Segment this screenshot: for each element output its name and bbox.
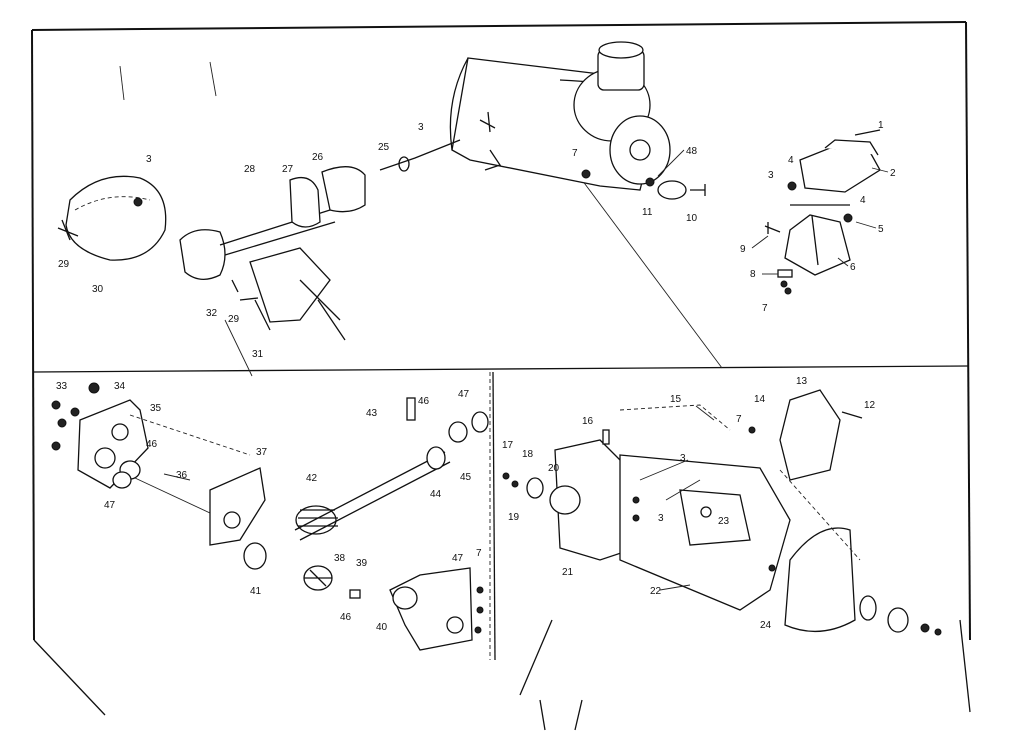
callout-bottom-right: 7 [736,414,742,425]
callout-bottom-left: 47 [452,553,464,564]
callout-top: 3 [146,154,152,165]
leader-lines [163,149,889,591]
callout-bottom-right: 16 [582,416,594,427]
callout-bottom-left: 47 [104,500,116,511]
callout-bottom-left: 46 [340,612,352,623]
callout-top: 29 [58,259,70,270]
callout-bottom-right: 13 [796,376,808,387]
callout-bottom-right: 24 [760,620,772,631]
callout-bottom-right: 3 [680,453,686,464]
callout-bottom-right: 12 [864,400,876,411]
callout-top: 7 [762,303,768,314]
callout-top: 8 [750,269,756,280]
callout-bottom-left: 36 [176,470,188,481]
callout-top: 10 [686,213,698,224]
callout-bottom-left: 46 [146,439,158,450]
callout-bottom-left: 46 [418,396,430,407]
callout-bottom-left: 7 [476,548,482,559]
callout-top: 11 [642,207,653,218]
callout-bottom-right: 15 [670,394,682,405]
callout-bottom-right: 23 [718,516,730,527]
callout-bottom-right: 21 [562,567,574,578]
callout-top: 27 [282,164,294,175]
callout-top: 5 [878,224,884,235]
callout-bottom-left: 38 [334,553,346,564]
callout-bottom-left: 33 [56,381,68,392]
callout-top: 26 [312,152,324,163]
callout-bottom-left: 34 [114,381,126,392]
callout-bottom-right: 14 [754,394,766,405]
callout-bottom-left: 37 [256,447,268,458]
callout-bottom-left: 47 [458,389,470,400]
callout-top: 29 [228,314,240,325]
callout-top: 7 [572,148,578,159]
callout-bottom-right: 20 [548,463,560,474]
callout-bottom-left: 42 [306,473,318,484]
callout-top: 25 [378,142,390,153]
callout-top: 28 [244,164,256,175]
auger-housing [449,41,706,200]
callout-top: 32 [206,308,218,319]
callout-bottom-left: 35 [150,403,162,414]
callout-top: 3 [768,170,774,181]
callout-bottom-right: 18 [522,449,534,460]
callout-bottom-left: 44 [430,489,442,500]
callout-top: 6 [850,262,856,273]
callout-top: 9 [740,244,746,255]
callout-top: 4 [860,195,866,206]
drive-assembly [57,139,461,341]
callout-bottom-right: 22 [650,586,662,597]
callout-top: 2 [890,168,896,179]
callout-labels: 1 2 3 4 3 5 4 6 9 8 7 7 10 11 48 7 3 25 … [56,120,896,633]
callout-bottom-left: 45 [460,472,472,483]
callout-bottom-left: 41 [250,586,262,597]
callout-top: 31 [252,349,264,360]
callout-top: 1 [878,120,884,131]
panel-frames [31,21,971,731]
callout-top: 4 [788,155,794,166]
callout-bottom-right: 17 [502,440,514,451]
callout-top: 30 [92,284,104,295]
gear-housing [51,382,489,651]
impeller-assembly [502,389,942,636]
callout-bottom-left: 40 [376,622,388,633]
callout-bottom-left: 39 [356,558,368,569]
chute-assembly [764,129,881,295]
callout-bottom-left: 43 [366,408,378,419]
callout-bottom-right: 3 [658,513,664,524]
callout-bottom-right: 19 [508,512,520,523]
callout-top: 3 [418,122,424,133]
callout-top: 48 [686,146,698,157]
